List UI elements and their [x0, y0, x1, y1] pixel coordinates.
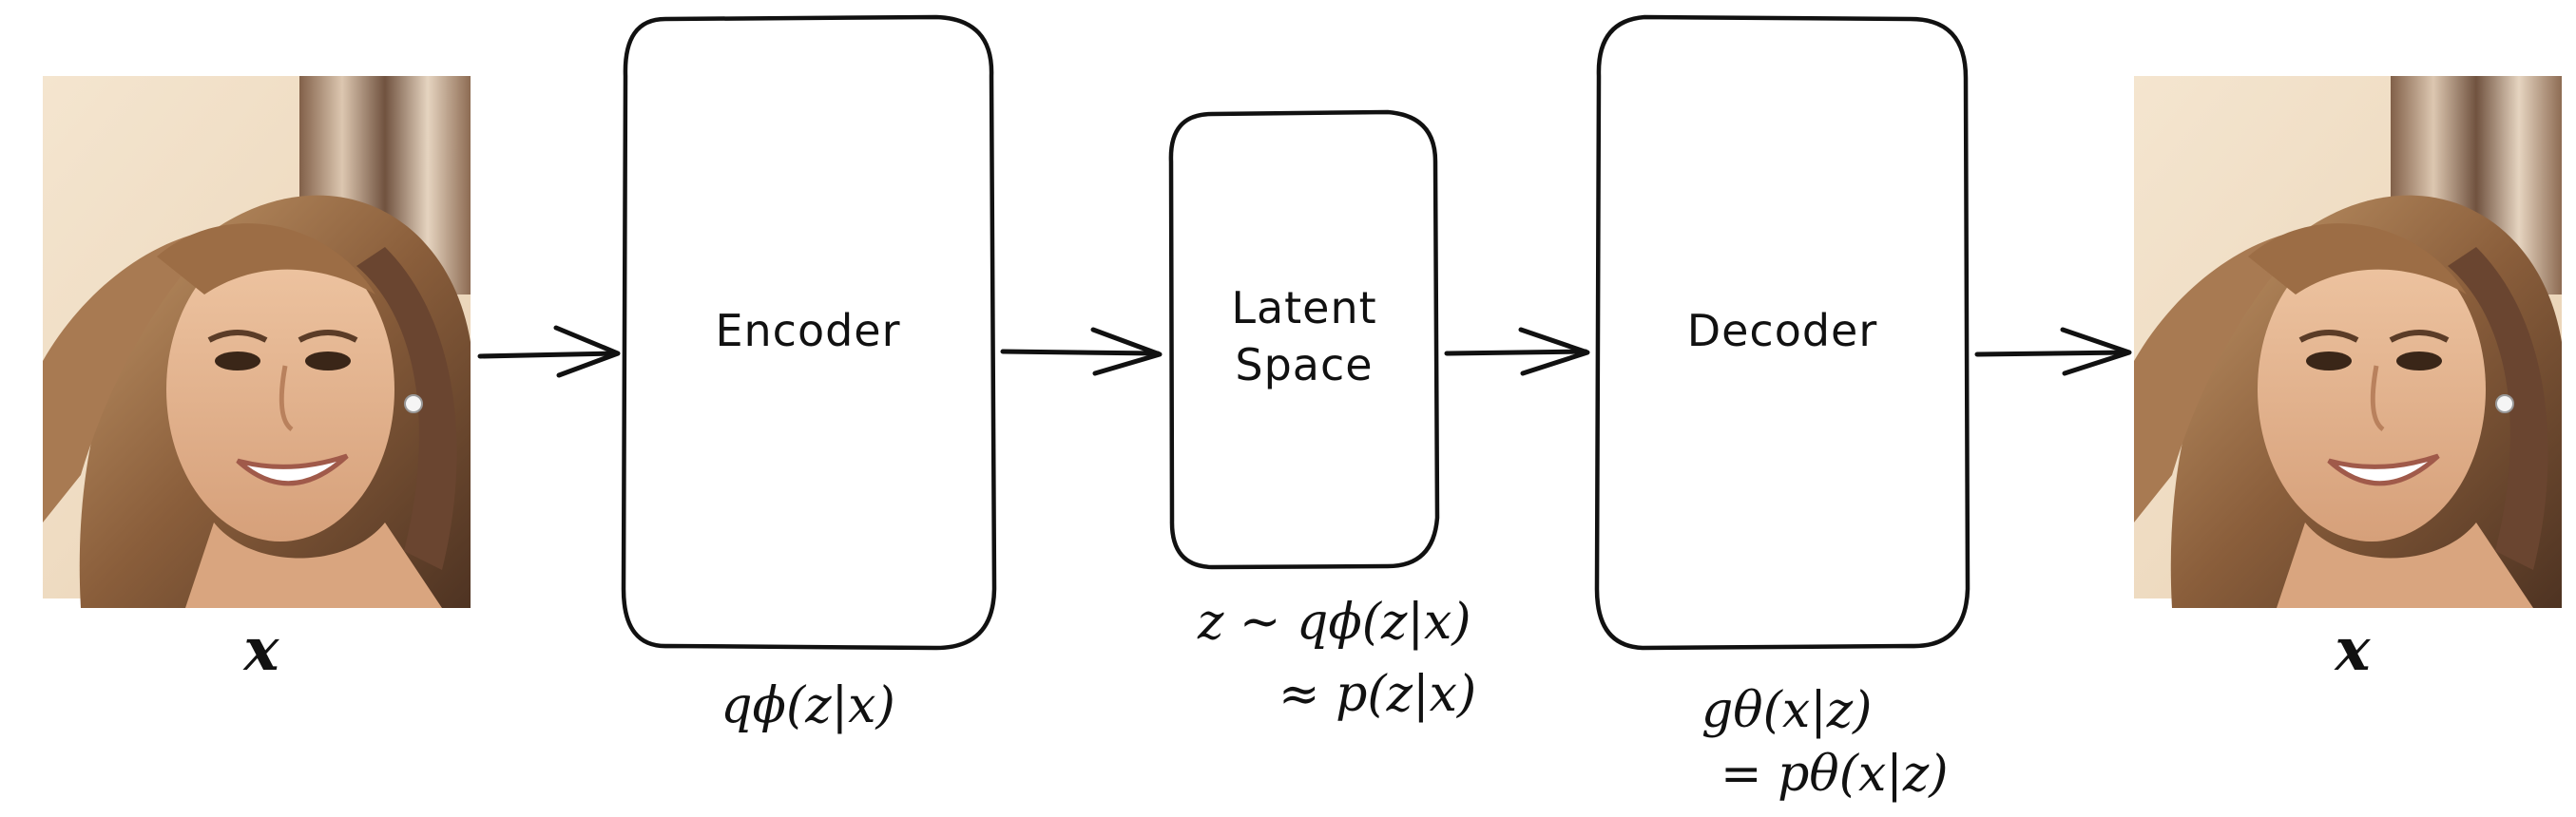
decoder-box — [1594, 14, 1970, 651]
encoder-box — [621, 14, 997, 651]
output-x-label: x — [2334, 615, 2372, 684]
decoder-label: Decoder — [1687, 305, 1878, 356]
latent-space-label-line1: Latent — [1231, 282, 1376, 333]
decoder-equation-line2: = pθ(x|z) — [1721, 746, 1949, 803]
latent-equation-line1: z ~ qϕ(z|x) — [1197, 594, 1471, 651]
arrow-encoder-to-latent — [1000, 327, 1163, 376]
arrow-decoder-to-output — [1974, 327, 2132, 376]
decoder-equation-line1: gθ(x|z) — [1701, 682, 1872, 739]
latent-space-box — [1168, 109, 1440, 570]
output-image — [2134, 76, 2562, 608]
latent-space-label-line2: Space — [1235, 339, 1373, 390]
input-x-label: x — [242, 615, 280, 684]
arrow-input-to-encoder — [477, 325, 621, 378]
encoder-label: Encoder — [715, 305, 900, 356]
encoder-equation: qϕ(z|x) — [721, 677, 895, 734]
latent-equation-line2: ≈ p(z|x) — [1278, 666, 1476, 723]
input-image — [43, 76, 471, 608]
arrow-latent-to-decoder — [1444, 327, 1590, 376]
